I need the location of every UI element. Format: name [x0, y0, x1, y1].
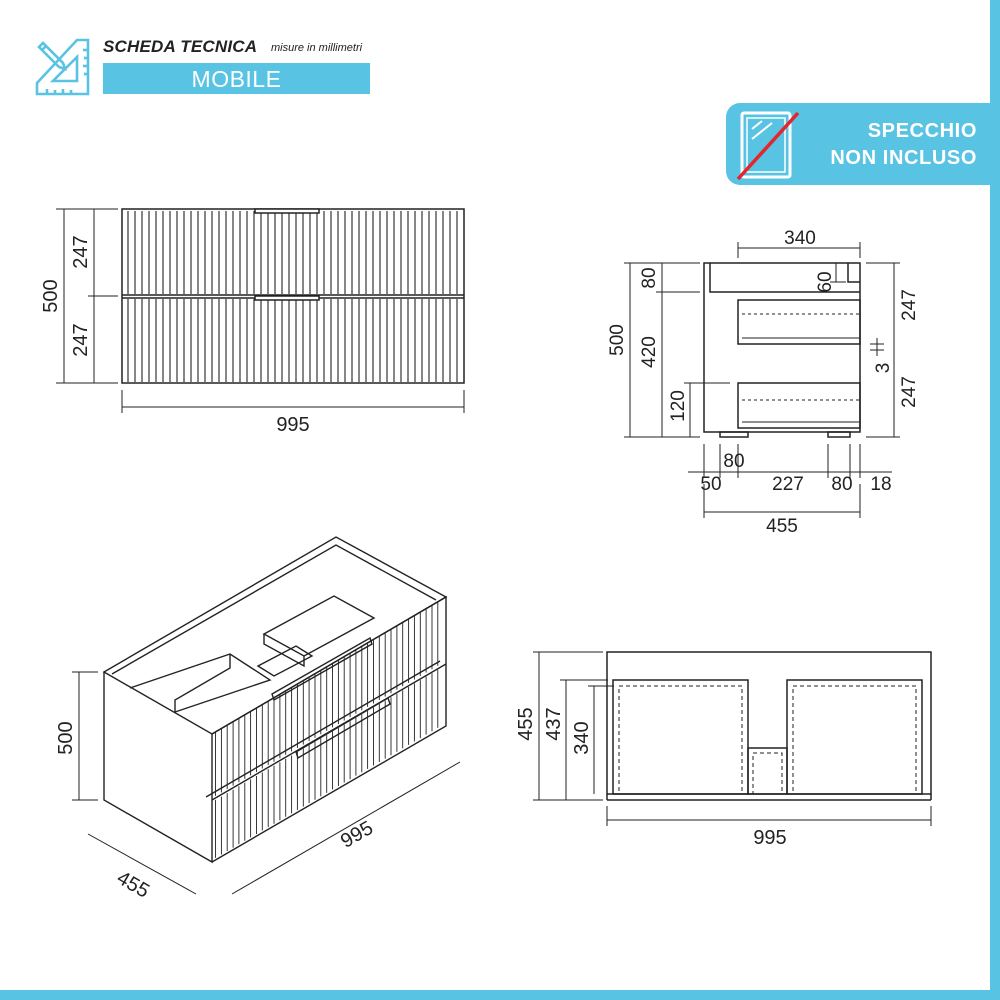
side-dim-120: 120: [668, 390, 689, 422]
front-dim-247-bottom: 247: [70, 323, 92, 356]
side-dim-247-right-bottom: 247: [899, 376, 920, 408]
side-dimensions: [624, 242, 900, 518]
top-dimensions: [533, 651, 932, 826]
iso-dimensions: [72, 671, 461, 895]
section-bar: MOBILE: [103, 63, 370, 94]
side-dim-18: 18: [870, 474, 891, 495]
side-dim-340: 340: [784, 228, 816, 249]
side-dim-227: 227: [772, 474, 804, 495]
iso-dim-500: 500: [55, 721, 77, 754]
front-flutes: [127, 211, 458, 382]
front-dim-500: 500: [40, 279, 62, 312]
iso-flutes: [215, 601, 439, 858]
mirror-not-included-badge: SPECCHIO NON INCLUSO: [726, 103, 1000, 185]
ruler-pencil-icon: [35, 38, 90, 96]
top-view: [606, 651, 932, 801]
front-dimensions: [56, 208, 465, 413]
isometric-view: [102, 536, 448, 864]
top-dim-455: 455: [515, 707, 537, 740]
sheet-title: SCHEDA TECNICA: [103, 37, 258, 56]
side-dim-247-right-top: 247: [899, 289, 920, 321]
mirror-crossed-icon: [736, 111, 800, 181]
iso-dim-995: 995: [337, 817, 377, 853]
top-dim-340: 340: [571, 721, 593, 754]
side-dim-60: 60: [815, 271, 836, 292]
badge-line-1: SPECCHIO: [867, 120, 977, 142]
side-view: [703, 262, 861, 438]
top-dim-437: 437: [543, 707, 565, 740]
bottom-border: [0, 990, 1000, 1000]
side-dim-50: 50: [700, 474, 721, 495]
side-dim-420: 420: [639, 336, 660, 368]
side-dim-455: 455: [766, 516, 798, 537]
front-dim-247-top: 247: [70, 235, 92, 268]
side-dim-foot-80: 80: [723, 451, 744, 472]
front-dim-995: 995: [276, 414, 309, 436]
right-border: [990, 0, 1000, 1000]
iso-dim-455: 455: [113, 867, 153, 903]
front-view: [121, 208, 465, 384]
badge-line-2: NON INCLUSO: [830, 147, 977, 169]
side-dim-3: 3: [873, 363, 894, 374]
side-dim-500: 500: [607, 324, 628, 356]
section-label: MOBILE: [191, 66, 282, 92]
side-dim-80-b: 80: [831, 474, 852, 495]
units-note: misure in millimetri: [271, 42, 363, 54]
top-dim-995: 995: [753, 827, 786, 849]
side-dim-80: 80: [639, 267, 660, 288]
